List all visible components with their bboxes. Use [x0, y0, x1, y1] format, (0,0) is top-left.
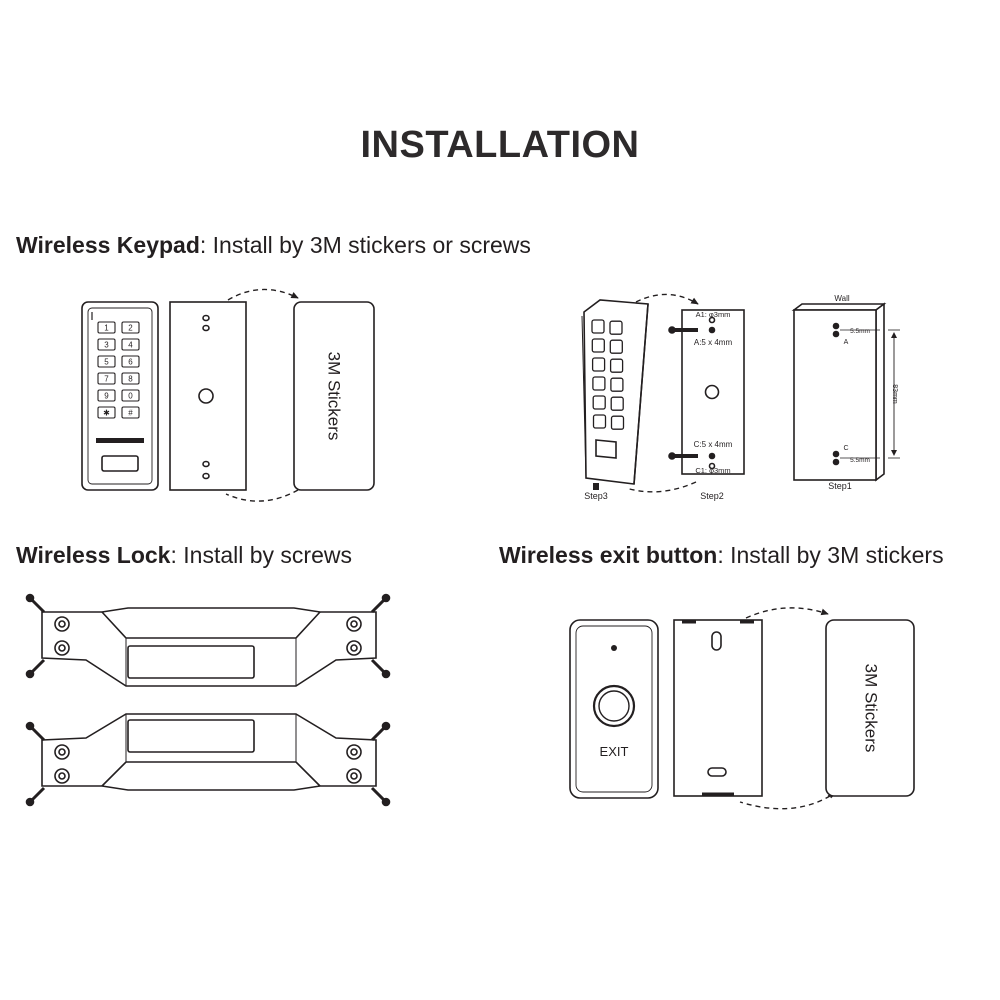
wall-width-top: 5.5mm [850, 328, 870, 335]
keypad-key [121, 372, 140, 385]
keypad-key [97, 389, 116, 402]
exit-sticker-label: 3M Stickers [862, 664, 881, 753]
keypad-key [121, 355, 140, 368]
keypad-key-label: 7 [104, 375, 109, 384]
step3-label: Step3 [584, 491, 608, 501]
keypad-keys: 1 2 3 4 5 6 7 8 9 0 ✱ # [97, 321, 140, 419]
keypad-sticker-panel: 3M Stickers [293, 301, 375, 491]
wall-label: Wall [834, 294, 849, 303]
keypad-key-label: ✱ [103, 409, 110, 418]
keypad-heading-desc: Install by 3M stickers or screws [212, 232, 531, 258]
keypad-key-label: 8 [128, 375, 133, 384]
keypad-key-label: 6 [128, 358, 133, 367]
keypad-key [121, 321, 140, 334]
lock-heading: Wireless Lock: Install by screws [16, 542, 352, 568]
side-keypad-key [591, 319, 605, 334]
lock-heading-desc: Install by screws [183, 542, 352, 568]
keypad-key-label: 4 [128, 341, 133, 350]
exit-button-front-drawing: EXIT [569, 619, 659, 799]
step2-label: Step2 [700, 491, 724, 501]
keypad-key [97, 406, 116, 419]
keypad-key [121, 406, 140, 419]
exit-heading-desc: Install by 3M stickers [730, 542, 944, 568]
keypad-key [97, 355, 116, 368]
lock-drawing-bottom [25, 713, 391, 807]
keypad-side-drawing: Step3 [581, 299, 649, 501]
dim-a1: A1: φ3mm [696, 310, 731, 319]
dim-a: A:5 x 4mm [694, 338, 733, 347]
keypad-key-label: 2 [128, 324, 133, 333]
side-keypad-key [592, 414, 607, 429]
keypad-flip-arrow [227, 288, 299, 301]
wall-width-bottom: 5.5mm [850, 457, 870, 464]
side-keypad-key [591, 338, 605, 353]
keypad-heading: Wireless Keypad: Install by 3M stickers … [16, 232, 531, 258]
keypad-backplate-drawing: A1: φ3mm A:5 x 4mm C:5 x 4mm C1: φ3mm St… [668, 309, 745, 501]
step1-label: Step1 [828, 481, 852, 491]
keypad-key-label: 9 [104, 392, 109, 401]
dim-c: C:5 x 4mm [694, 440, 733, 449]
keypad-key-label: # [128, 409, 133, 418]
wall-height: 83mm [891, 384, 898, 404]
keypad-key-label: 3 [104, 341, 109, 350]
exit-button-back-drawing [673, 619, 763, 797]
exit-sticker-panel: 3M Stickers [825, 619, 915, 797]
side-keypad-key [592, 376, 606, 391]
keypad-key-label: 5 [104, 358, 109, 367]
side-keypad-key [609, 339, 623, 354]
exit-heading-name: Wireless exit button [499, 542, 718, 568]
side-keypad-keys [591, 319, 625, 430]
keypad-front-drawing: 1 2 3 4 5 6 7 8 9 0 ✱ # [81, 301, 159, 491]
keypad-key [121, 389, 140, 402]
keypad-key [97, 321, 116, 334]
wall-mark-a: A [844, 339, 849, 346]
keypad-heading-name: Wireless Keypad [16, 232, 200, 258]
screw-icon [25, 593, 391, 679]
wall-drawing: Wall A C 5.5mm 5.5mm 83mm Step1 [791, 294, 900, 491]
lock-drawing-top [25, 593, 391, 687]
keypad-key-label: 1 [104, 324, 109, 333]
exit-button-label: EXIT [600, 744, 629, 759]
keypad-back-drawing [169, 301, 247, 491]
side-keypad-key [610, 415, 625, 430]
keypad-key [97, 372, 116, 385]
side-keypad-key [591, 357, 606, 372]
side-keypad-key [609, 320, 623, 335]
exit-heading: Wireless exit button: Install by 3M stic… [499, 542, 944, 568]
side-keypad-key [610, 377, 624, 392]
lock-heading-name: Wireless Lock [16, 542, 171, 568]
keypad-key-label: 0 [128, 392, 133, 401]
page-title: INSTALLATION [360, 124, 640, 166]
screw-icon [25, 721, 391, 807]
wall-mark-c: C [843, 445, 848, 452]
dim-c1: C1: φ3mm [695, 466, 730, 475]
side-keypad-key [592, 395, 606, 410]
keypad-key [97, 338, 116, 351]
side-keypad-key [609, 358, 624, 373]
keypad-key [121, 338, 140, 351]
keypad-sticker-label: 3M Stickers [325, 352, 344, 441]
side-keypad-key [610, 396, 624, 411]
